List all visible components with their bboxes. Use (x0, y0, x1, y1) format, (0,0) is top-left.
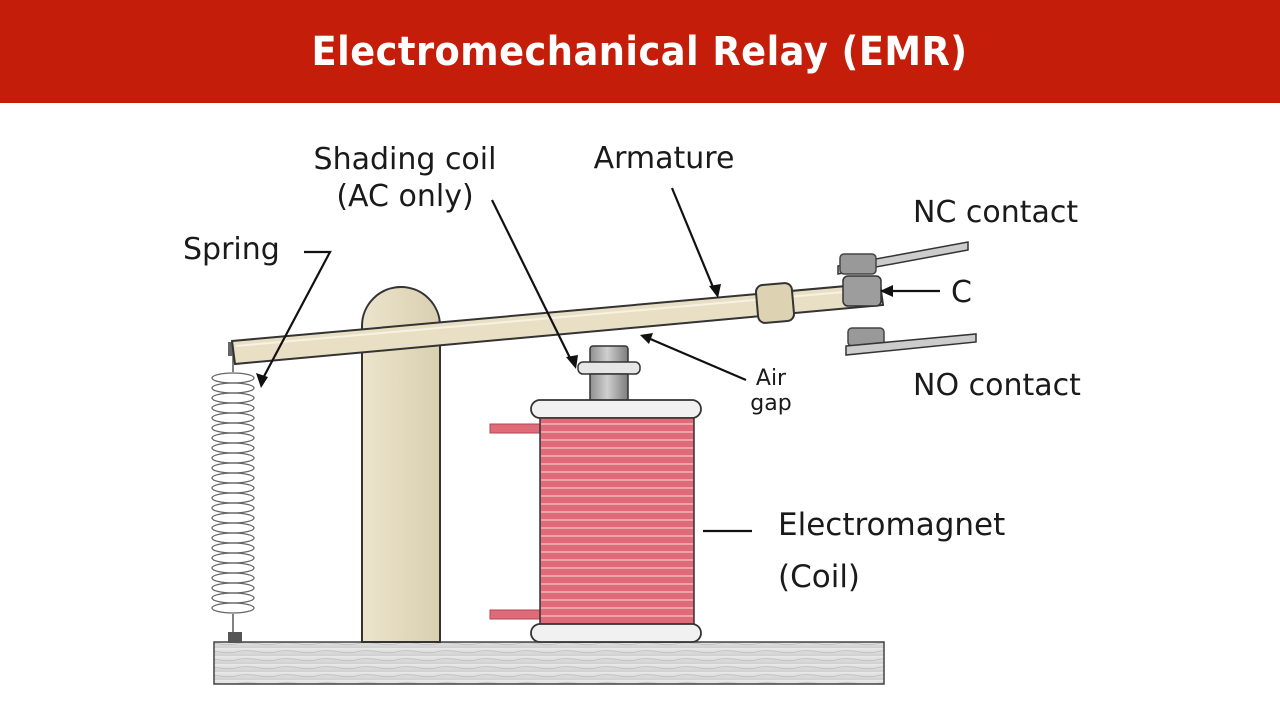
base-board (213, 641, 885, 685)
title-bar: Electromechanical Relay (EMR) (0, 0, 1280, 103)
armature-bar (230, 281, 885, 366)
label-armature: Armature (594, 141, 735, 176)
arrowheads (256, 284, 893, 388)
label-common: C (951, 275, 972, 310)
page-title: Electromechanical Relay (EMR) (311, 28, 969, 75)
label-coil: (Coil) (778, 559, 860, 595)
spring (211, 342, 255, 643)
label-air-gap: Air (756, 366, 787, 391)
contacts (837, 241, 977, 356)
label-nc-contact: NC contact (913, 195, 1078, 230)
electromagnet (489, 345, 702, 643)
label-shading-coil: Shading coil (314, 142, 497, 177)
label-shading-coil-note: (AC only) (336, 179, 473, 214)
label-electromagnet: Electromagnet (778, 507, 1005, 543)
label-spring: Spring (183, 232, 280, 267)
label-no-contact: NO contact (913, 368, 1081, 403)
label-air-gap-2: gap (750, 391, 791, 416)
